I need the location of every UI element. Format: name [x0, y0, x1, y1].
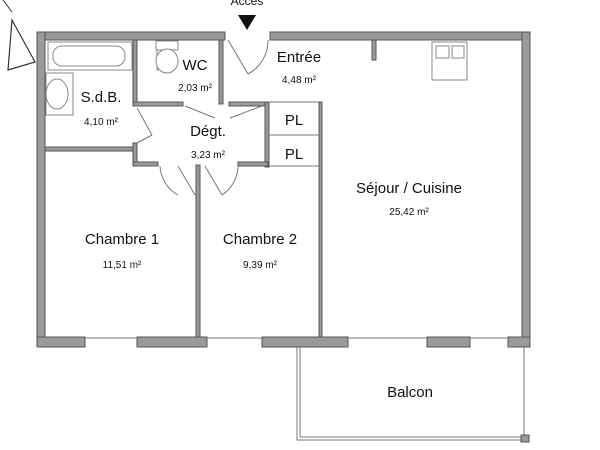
- balcony-railing: [296, 347, 530, 443]
- room-degt-name: Dégt.: [190, 123, 226, 140]
- room-chambre1-name: Chambre 1: [84, 231, 160, 248]
- room-pl1-name: PL: [284, 112, 304, 129]
- doors: [136, 39, 269, 196]
- room-sejour-name: Séjour / Cuisine: [356, 180, 462, 197]
- toilet-icon: [155, 40, 179, 74]
- interior-walls: [44, 39, 377, 338]
- room-sejour-area: 25,42 m²: [389, 207, 429, 218]
- room-entree-name: Entrée: [276, 49, 322, 66]
- bathtub-icon: [47, 41, 133, 71]
- entrance-arrow-icon: [238, 15, 256, 30]
- room-degt-area: 3,23 m²: [191, 150, 225, 161]
- room-wc-area: 2,03 m²: [178, 83, 212, 94]
- north-arrow-icon: [2, 0, 36, 71]
- room-sdb-area: 4,10 m²: [84, 117, 118, 128]
- room-chambre2-area: 9,39 m²: [243, 260, 277, 271]
- room-pl2-name: PL: [284, 146, 304, 163]
- sink-icon: [45, 72, 74, 116]
- room-sdb-name: S.d.B.: [80, 89, 122, 106]
- exterior-walls: [36, 31, 531, 348]
- room-balcon-name: Balcon: [387, 384, 433, 401]
- kitchen-sink-icon: [431, 41, 468, 81]
- room-chambre2-name: Chambre 2: [222, 231, 298, 248]
- room-entree-area: 4,48 m²: [282, 75, 316, 86]
- access-label: Accès: [230, 0, 264, 8]
- room-wc-name: WC: [182, 57, 208, 74]
- room-chambre1-area: 11,51 m²: [102, 260, 142, 271]
